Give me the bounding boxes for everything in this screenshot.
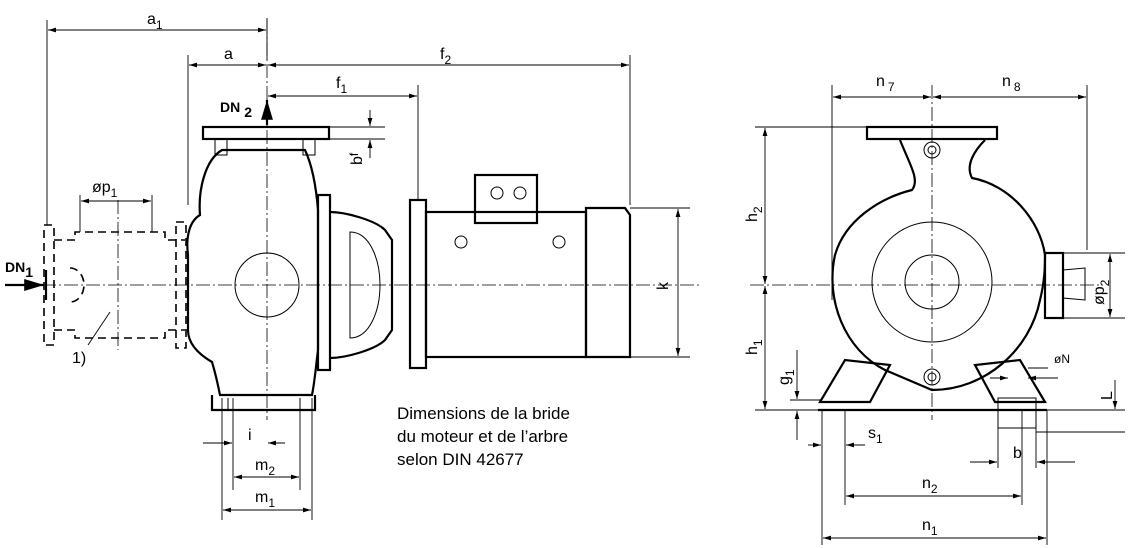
bracket-flange — [316, 193, 332, 372]
casing-cover — [871, 221, 993, 343]
label-m2: m2 — [255, 457, 275, 478]
label-bf: bf — [347, 152, 366, 165]
label-L: L — [1099, 391, 1116, 400]
pump-foot — [210, 395, 317, 412]
label-n2: n2 — [922, 475, 938, 496]
label-g1: g1 — [776, 369, 797, 385]
label-N: øN — [1054, 352, 1070, 366]
flange-bolt-right — [302, 138, 316, 156]
flange-bolt — [923, 141, 941, 159]
label-a: a — [224, 46, 233, 63]
lifting-eye — [552, 235, 566, 249]
foot-pad — [997, 397, 1037, 429]
caption-line-3: selon DIN 42677 — [397, 450, 524, 469]
label-m1: m1 — [255, 489, 275, 510]
front-view — [750, 85, 1100, 429]
volute-outline — [831, 139, 1047, 392]
label-h1: h1 — [744, 339, 765, 355]
bearing-bracket — [329, 210, 394, 360]
label-s1: s1 — [868, 425, 883, 446]
side-view — [5, 20, 700, 420]
label-a1: a1 — [147, 11, 163, 32]
label-n1: n1 — [922, 517, 938, 538]
label-h2: h2 — [744, 206, 765, 222]
right-foot — [973, 358, 1047, 404]
discharge-flange — [201, 125, 331, 141]
front-discharge-flange — [865, 125, 999, 141]
caption-line-1: Dimensions de la bride — [397, 404, 570, 423]
label-f1: f1 — [336, 75, 347, 96]
drain-plug — [923, 368, 941, 386]
terminal-box — [473, 173, 539, 225]
motor-flange — [408, 198, 428, 370]
front-dimensions — [755, 85, 1125, 545]
suction-nozzle — [1043, 251, 1065, 320]
motor-fan-cover — [584, 206, 632, 359]
terminal-screw — [490, 186, 504, 200]
coupling-guard — [349, 231, 381, 339]
label-dn1: DN1 — [5, 259, 33, 280]
label-f2: f2 — [440, 46, 451, 67]
left-foot — [818, 358, 892, 404]
label-p2: øp2 — [1091, 279, 1112, 305]
pump-impeller-eye — [234, 252, 300, 318]
flange-bolt-left — [214, 138, 228, 156]
note-leader — [87, 311, 111, 346]
caption-line-2: du moteur et de l’arbre — [397, 427, 568, 446]
label-b: b — [1013, 445, 1022, 462]
label-k: k — [655, 281, 672, 290]
label-i: i — [248, 427, 252, 444]
motor-body — [424, 210, 588, 359]
label-note-1: 1) — [72, 350, 86, 367]
suction-plug — [1062, 267, 1086, 301]
terminal-screw — [513, 186, 527, 200]
lifting-eye — [454, 235, 468, 249]
pump-casing — [186, 148, 320, 397]
label-p1: øp1 — [92, 179, 118, 200]
side-dimensions — [46, 18, 690, 520]
shaft-bore — [904, 254, 960, 310]
